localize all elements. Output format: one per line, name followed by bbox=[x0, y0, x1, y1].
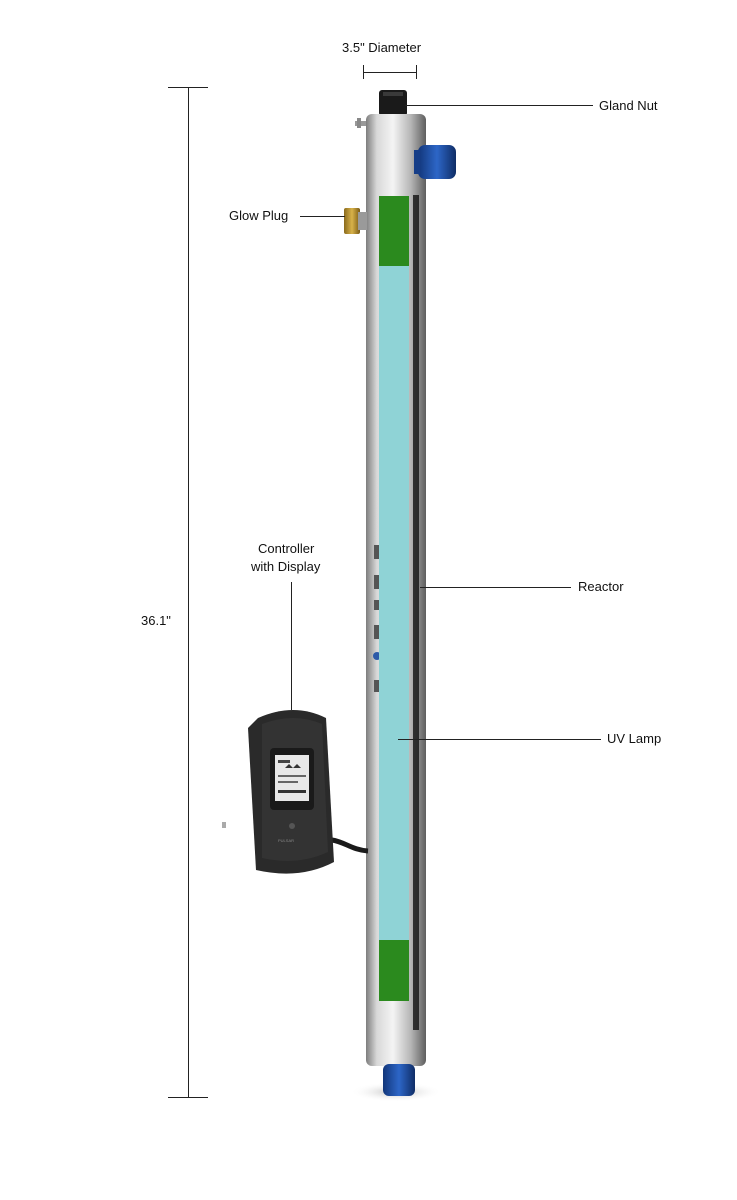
controller-display bbox=[270, 748, 314, 810]
reactor-seam bbox=[413, 195, 419, 1030]
gland-nut-leader bbox=[405, 105, 593, 106]
top-port-cap bbox=[414, 145, 456, 179]
uv-lamp bbox=[379, 196, 409, 1001]
glow-plug-leader bbox=[300, 216, 345, 217]
diameter-label: 3.5" Diameter bbox=[342, 39, 421, 57]
controller-brand-text: PULSAR bbox=[278, 838, 294, 843]
reactor-label: Reactor bbox=[578, 578, 624, 596]
uv-lamp-label: UV Lamp bbox=[607, 730, 661, 748]
diameter-tick-left bbox=[363, 65, 364, 79]
controller-leader bbox=[291, 582, 292, 710]
length-line bbox=[188, 87, 189, 1098]
uv-lamp-leader bbox=[398, 739, 601, 740]
controller-label-line2: with Display bbox=[251, 558, 320, 576]
length-label: 36.1" bbox=[141, 612, 171, 630]
controller-cable bbox=[332, 840, 368, 851]
gland-nut-label: Gland Nut bbox=[599, 97, 658, 115]
lamp-cap-bottom bbox=[379, 940, 409, 1001]
reactor-leader bbox=[420, 587, 571, 588]
lamp-cap-top bbox=[379, 196, 409, 266]
controller-label-line1: Controller bbox=[258, 540, 314, 558]
glow-plug-label: Glow Plug bbox=[229, 207, 288, 225]
diameter-tick-right bbox=[416, 65, 417, 79]
glow-plug bbox=[344, 208, 367, 234]
diameter-line bbox=[363, 72, 417, 73]
top-fitting bbox=[355, 118, 367, 128]
length-tick-bottom bbox=[168, 1097, 208, 1098]
bottom-port-cap bbox=[383, 1064, 415, 1096]
controller-button bbox=[289, 823, 295, 829]
gland-nut bbox=[379, 90, 407, 116]
